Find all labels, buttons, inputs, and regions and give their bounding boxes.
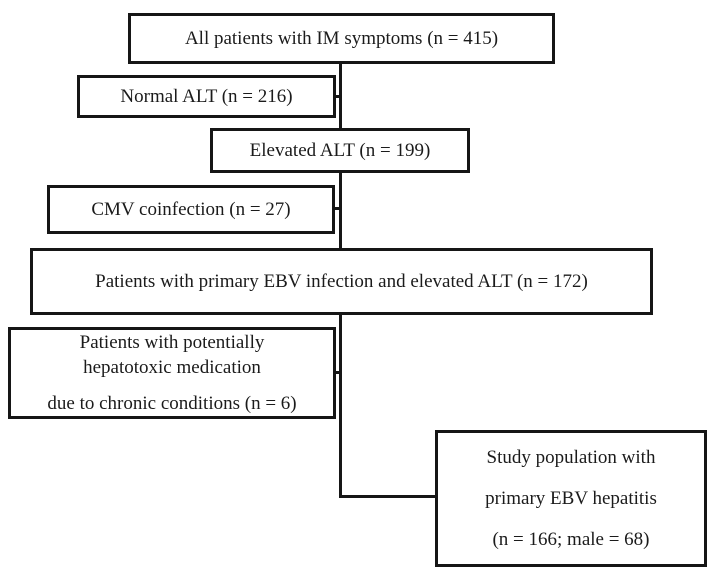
- box-ebv-infection: Patients with primary EBV infection and …: [30, 248, 653, 315]
- box-study-population: Study population with primary EBV hepati…: [435, 430, 707, 567]
- box-hepatotoxic-line3: due to chronic conditions (n = 6): [47, 393, 297, 414]
- connector-tick-normal-alt: [333, 95, 342, 98]
- box-normal-alt-label: Normal ALT (n = 216): [120, 85, 293, 107]
- box-elevated-alt-label: Elevated ALT (n = 199): [249, 139, 431, 161]
- box-all-patients: All patients with IM symptoms (n = 415): [128, 13, 555, 64]
- box-study-line1: Study population with: [486, 447, 656, 468]
- box-cmv-coinfection-label: CMV coinfection (n = 27): [91, 198, 291, 220]
- box-normal-alt: Normal ALT (n = 216): [77, 75, 336, 118]
- box-study-line3: (n = 166; male = 68): [492, 529, 650, 550]
- box-hepatotoxic-line1: Patients with potentially: [79, 332, 265, 353]
- box-hepatotoxic-line2: hepatotoxic medication: [83, 357, 261, 378]
- box-cmv-coinfection: CMV coinfection (n = 27): [47, 185, 335, 234]
- box-all-patients-label: All patients with IM symptoms (n = 415): [184, 27, 499, 49]
- connector-tick-hepatotoxic: [333, 371, 342, 374]
- box-ebv-infection-label: Patients with primary EBV infection and …: [95, 270, 588, 292]
- connector-to-study-box: [339, 495, 435, 498]
- box-hepatotoxic-medication: Patients with potentially hepatotoxic me…: [8, 327, 336, 419]
- connector-tick-cmv: [332, 207, 342, 210]
- box-study-line2: primary EBV hepatitis: [485, 488, 657, 509]
- box-elevated-alt: Elevated ALT (n = 199): [210, 128, 470, 173]
